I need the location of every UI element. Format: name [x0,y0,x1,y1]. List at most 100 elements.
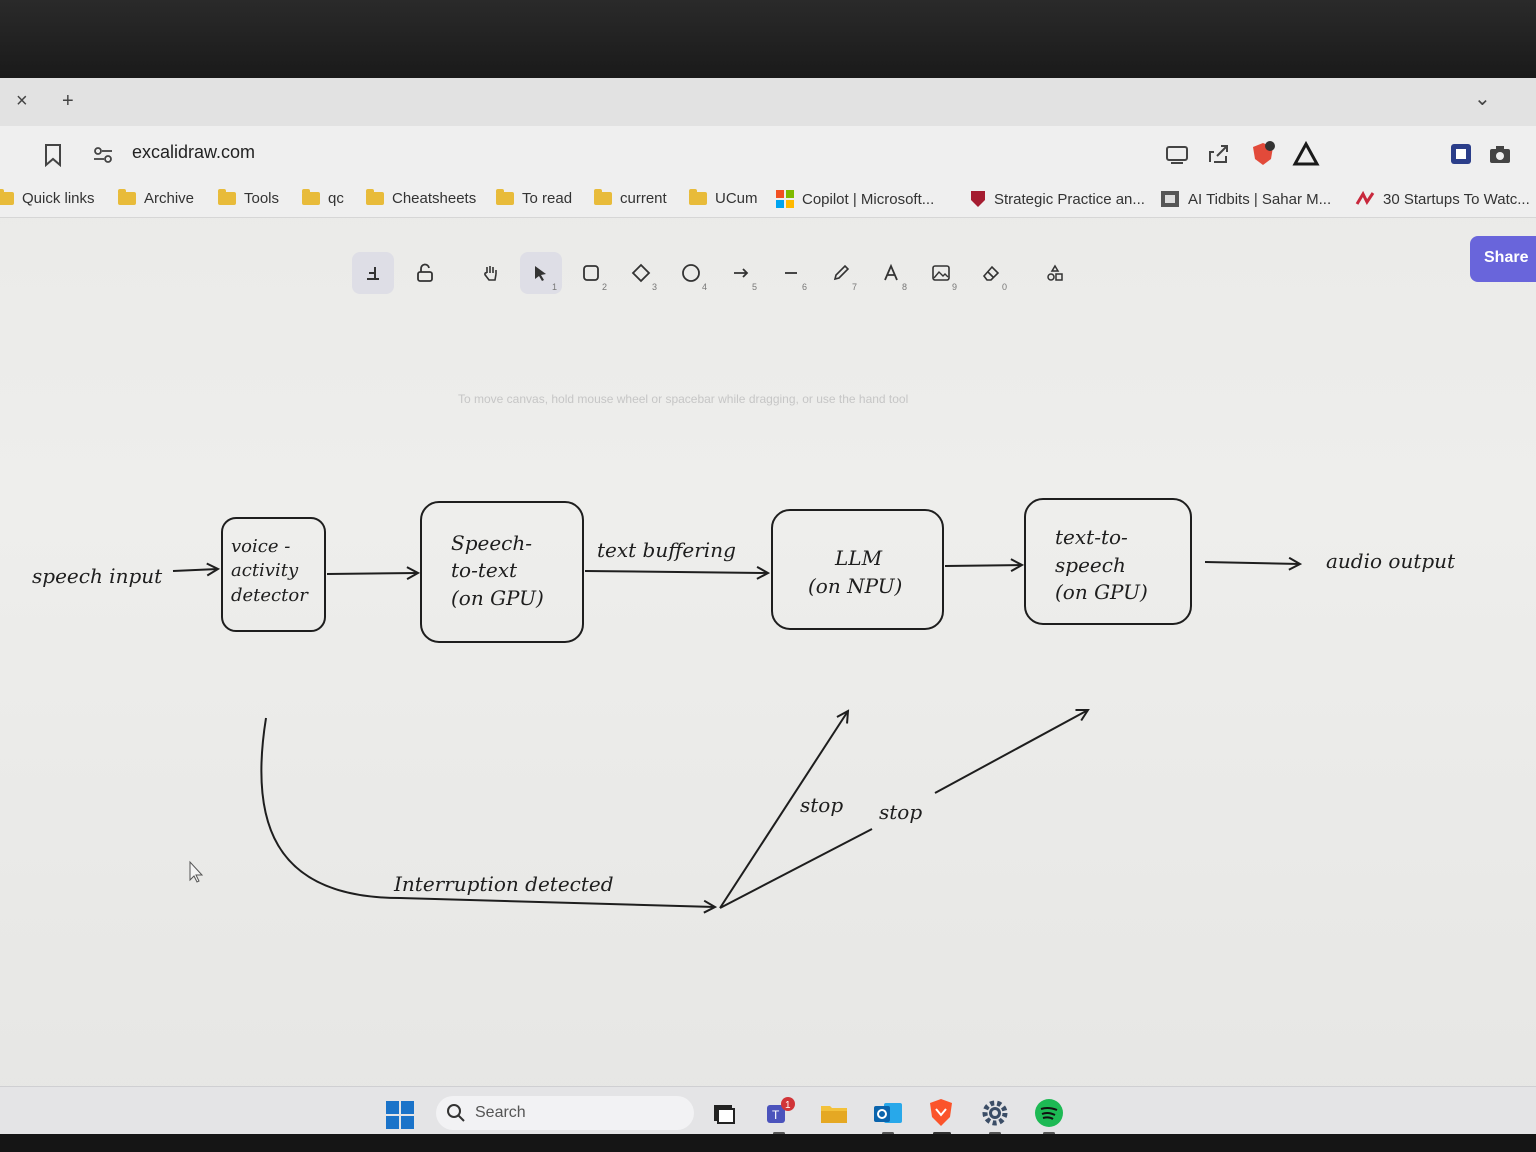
arrow-input-to-vad[interactable] [172,569,218,571]
folder-icon [366,189,384,205]
bookmark-30-startups[interactable]: 30 Startups To Watc... [1355,190,1530,208]
search-placeholder: Search [475,1104,526,1121]
arrow-vad-to-stt[interactable] [326,573,418,574]
vad-box[interactable] [221,517,326,632]
bookmark-label: qc [328,190,344,207]
bookmark-label: current [620,190,667,207]
text-icon [884,263,898,281]
speech-input-label: speech input [32,564,163,588]
brave-browser-icon[interactable] [925,1097,957,1129]
stt-box[interactable] [420,501,584,643]
shortcut-number: 5 [751,282,757,292]
canvas-hint: To move canvas, hold mouse wheel or spac… [458,392,909,406]
shortcut-number: 3 [651,282,657,292]
eraser-icon [982,265,1000,281]
screen-bezel-top [0,0,1536,78]
task-view-icon[interactable] [708,1097,740,1129]
rectangle-tool-button[interactable]: 2 [570,252,612,294]
text-tool-button[interactable]: 8 [870,252,912,294]
bookmark-label: UCum [715,190,758,207]
line-tool-button[interactable]: 6 [770,252,812,294]
bookmark-quick-links[interactable]: Quick links [0,189,95,207]
selection-tool-button[interactable]: 1 [520,252,562,294]
ellipse-icon [682,264,700,282]
eraser-tool-button[interactable]: 0 [970,252,1012,294]
folder-icon [302,189,320,205]
mouse-cursor-icon [189,860,204,883]
file-explorer-icon[interactable] [818,1097,850,1129]
bookmark-label: Cheatsheets [392,190,477,207]
taskbar-search[interactable]: Search [436,1096,694,1130]
bookmark-cheatsheets[interactable]: Cheatsheets [366,189,477,207]
bookmark-copilot[interactable]: Copilot | Microsoft... [776,190,934,208]
unlock-icon [417,263,433,282]
diamond-tool-button[interactable]: 3 [620,252,662,294]
extension-icon[interactable] [1447,140,1475,168]
share-button[interactable]: Share [1470,236,1536,282]
settings-gear-icon[interactable] [979,1097,1011,1129]
bookmark-ucum[interactable]: UCum [689,189,758,207]
shortcut-number: 6 [801,282,807,292]
hand-tool-button[interactable] [470,252,512,294]
url-text[interactable]: excalidraw.com [132,142,256,162]
vad-line-1: voice - [231,536,290,557]
teams-icon[interactable]: T 1 [763,1097,795,1129]
bookmark-to-read[interactable]: To read [496,189,572,207]
bookmark-icon[interactable] [44,143,62,167]
stop-llm-label: stop [800,793,843,817]
bookmark-label: Copilot | Microsoft... [802,190,935,208]
vad-line-2: activity [231,560,299,581]
arrow-llm-to-tts[interactable] [944,565,1022,566]
excalidraw-canvas[interactable]: 1 2 3 4 [0,218,1536,1086]
site-settings-icon[interactable] [92,145,114,165]
lock-mode-icon [367,267,379,280]
share-page-icon[interactable] [1204,140,1232,168]
windows-start-icon[interactable] [386,1101,414,1129]
bookmark-tools[interactable]: Tools [218,189,279,207]
tab-strip: × + ⌄ [0,78,1536,126]
address-bar: excalidraw.com [0,126,1536,184]
text-buffering-label: text buffering [597,538,736,562]
line-icon [785,272,797,274]
arrow-stt-to-llm[interactable] [584,571,768,573]
bookmark-qc[interactable]: qc [302,189,344,207]
teams-badge: 1 [785,1100,791,1111]
close-tab-icon[interactable]: × [16,90,28,112]
llm-line-1: LLM [834,546,883,570]
draw-tool-button[interactable]: 7 [820,252,862,294]
extra-tools-button[interactable] [1034,252,1076,294]
new-tab-icon[interactable]: + [62,90,74,112]
spotify-icon[interactable] [1033,1097,1065,1129]
keep-tool-active-button[interactable] [352,252,394,294]
install-app-icon[interactable] [1163,140,1191,168]
flow-diagram[interactable]: speech input voice - activity detector S… [0,218,1536,1086]
shortcut-number: 0 [1001,282,1007,292]
arrow-interruption[interactable] [260,717,715,907]
brave-shields-icon[interactable] [1249,140,1277,168]
screen-bezel-bottom [0,1134,1536,1152]
running-indicator [773,1132,785,1135]
shortcut-number: 7 [851,282,857,292]
ellipse-tool-button[interactable]: 4 [670,252,712,294]
arrow-tts-to-output[interactable] [1204,562,1300,564]
tab-search-chevron-icon[interactable]: ⌄ [1474,88,1491,110]
lock-button[interactable] [404,252,446,294]
bookmark-ai-tidbits[interactable]: AI Tidbits | Sahar M... [1160,190,1331,208]
brave-rewards-icon[interactable] [1292,140,1320,168]
tts-box[interactable] [1024,498,1192,625]
arrow-stop-tts-b[interactable] [934,710,1088,794]
bookmark-current[interactable]: current [594,189,667,207]
bookmarks-bar: Quick links Archive Tools qc Cheatsheets… [0,184,1536,218]
interruption-label: Interruption detected [393,872,614,896]
tts-line-3: (on GPU) [1055,580,1148,604]
outlook-icon[interactable] [872,1097,904,1129]
bookmark-archive[interactable]: Archive [118,189,194,207]
camera-icon[interactable] [1486,140,1514,168]
shapes-icon [1047,264,1063,281]
arrow-tool-button[interactable]: 5 [720,252,762,294]
arrow-stop-llm[interactable] [719,711,848,909]
image-tool-button[interactable]: 9 [920,252,962,294]
bookmark-strategic-practice[interactable]: Strategic Practice an... [970,190,1145,208]
llm-box[interactable] [771,509,944,630]
arrow-stop-tts-a[interactable] [719,828,873,909]
